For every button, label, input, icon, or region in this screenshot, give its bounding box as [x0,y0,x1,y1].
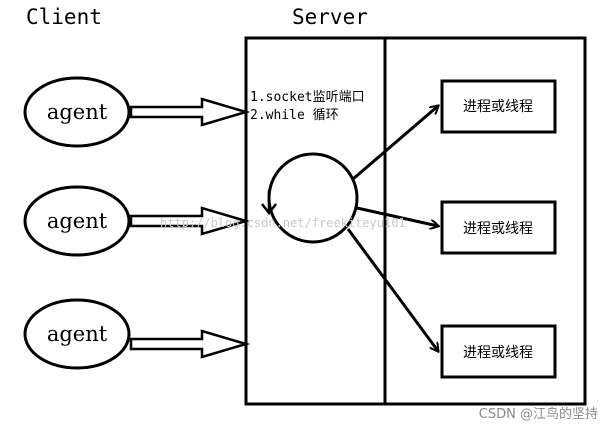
csdn-credit: CSDN @江鸟的坚持 [479,406,598,422]
worker-box-1 [440,79,557,134]
watermark-text: http://blog.csdn.net/freekiteyu101 [160,216,406,230]
agent-ellipse-3 [23,298,131,370]
loop-arrowhead [261,190,277,216]
worker-label-1: 进程或线程 [463,99,533,115]
agent-ellipse-2 [23,185,131,257]
worker-box-2 [440,200,557,255]
worker-label-3: 进程或线程 [463,345,533,361]
block-arrow-2 [129,206,251,236]
worker-label-2: 进程或线程 [463,221,533,237]
agent-label-2: agent [47,209,108,233]
server-note-while: 2.while 循环 [250,108,339,123]
dispatch-arrow-2 [356,206,438,226]
block-arrow-3 [129,329,251,359]
dispatch-arrow-1 [352,106,438,181]
client-heading: Client [26,5,102,29]
block-arrow-1 [129,97,251,127]
server-heading: Server [292,5,368,29]
worker-box-3 [440,324,557,379]
agent-label-3: agent [47,322,108,346]
server-note-socket: 1.socket监听端口 [250,90,365,105]
agent-label-1: agent [47,100,108,124]
agent-ellipse-1 [23,76,131,148]
dispatch-arrow-3 [346,228,438,351]
